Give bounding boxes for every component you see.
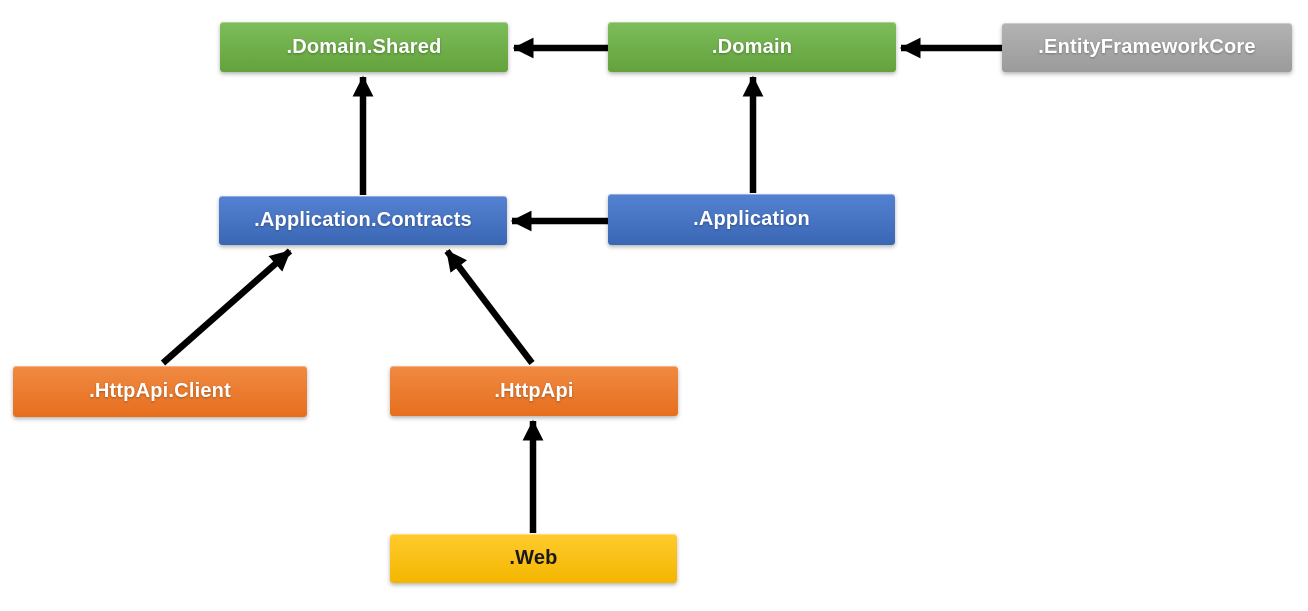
node-entity-framework-core: .EntityFrameworkCore bbox=[1002, 23, 1292, 72]
node-label-application: .Application bbox=[693, 208, 810, 230]
arrow-httpapi-client-to-application-contracts bbox=[160, 248, 293, 366]
node-label-httpapi: .HttpApi bbox=[494, 379, 574, 402]
node-application-contracts: .Application.Contracts bbox=[219, 196, 507, 245]
node-domain-shared: .Domain.Shared bbox=[220, 22, 508, 72]
node-label-entity-framework-core: .EntityFrameworkCore bbox=[1038, 36, 1256, 58]
node-httpapi-client: .HttpApi.Client bbox=[13, 366, 307, 417]
node-label-httpapi-client: .HttpApi.Client bbox=[89, 380, 231, 402]
node-domain: .Domain bbox=[608, 22, 896, 72]
node-httpapi: .HttpApi bbox=[390, 366, 678, 416]
node-label-domain-shared: .Domain.Shared bbox=[286, 35, 442, 58]
node-label-domain: .Domain bbox=[711, 35, 793, 58]
arrow-httpapi-to-application-contracts bbox=[444, 249, 535, 365]
node-application: .Application bbox=[608, 194, 895, 245]
node-web: .Web bbox=[390, 534, 677, 583]
node-label-web: .Web bbox=[509, 547, 558, 569]
node-label-application-contracts: .Application.Contracts bbox=[254, 209, 472, 231]
